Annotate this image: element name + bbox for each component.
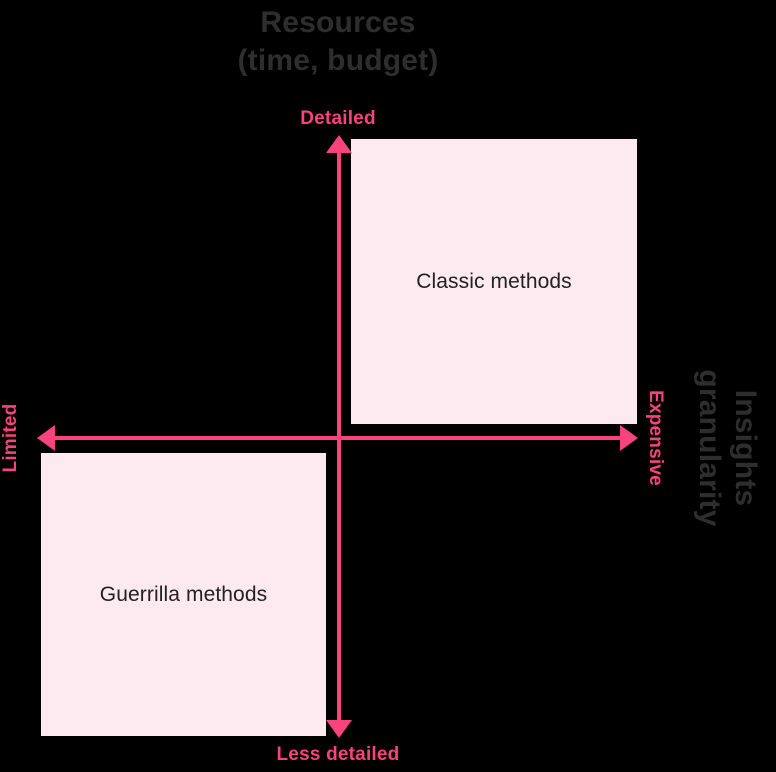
axis-label-limited: Limited bbox=[0, 403, 21, 473]
y-axis-down-arrowhead bbox=[326, 720, 352, 738]
side-title-line-2: granularity bbox=[693, 369, 726, 527]
quadrant-label-guerrilla-methods: Guerrilla methods bbox=[99, 582, 268, 606]
page-title: Resources (time, budget) bbox=[0, 4, 676, 80]
axis-label-detailed: Detailed bbox=[300, 108, 376, 129]
page-title-line-2: (time, budget) bbox=[237, 44, 439, 77]
axis-label-less-detailed: Less detailed bbox=[276, 744, 400, 765]
x-axis-right-arrowhead bbox=[620, 425, 638, 451]
page-title-line-1: Resources bbox=[260, 6, 416, 39]
quadrant-label-classic-methods: Classic methods bbox=[416, 269, 572, 293]
x-axis-left-arrowhead bbox=[37, 425, 55, 451]
quadrant-box-guerrilla-methods: Guerrilla methods bbox=[41, 453, 326, 736]
axis-label-expensive: Expensive bbox=[645, 390, 666, 486]
quadrant-box-classic-methods: Classic methods bbox=[351, 139, 637, 424]
side-title-line-1: Insights bbox=[729, 389, 762, 507]
y-axis-up-arrowhead bbox=[326, 135, 352, 153]
